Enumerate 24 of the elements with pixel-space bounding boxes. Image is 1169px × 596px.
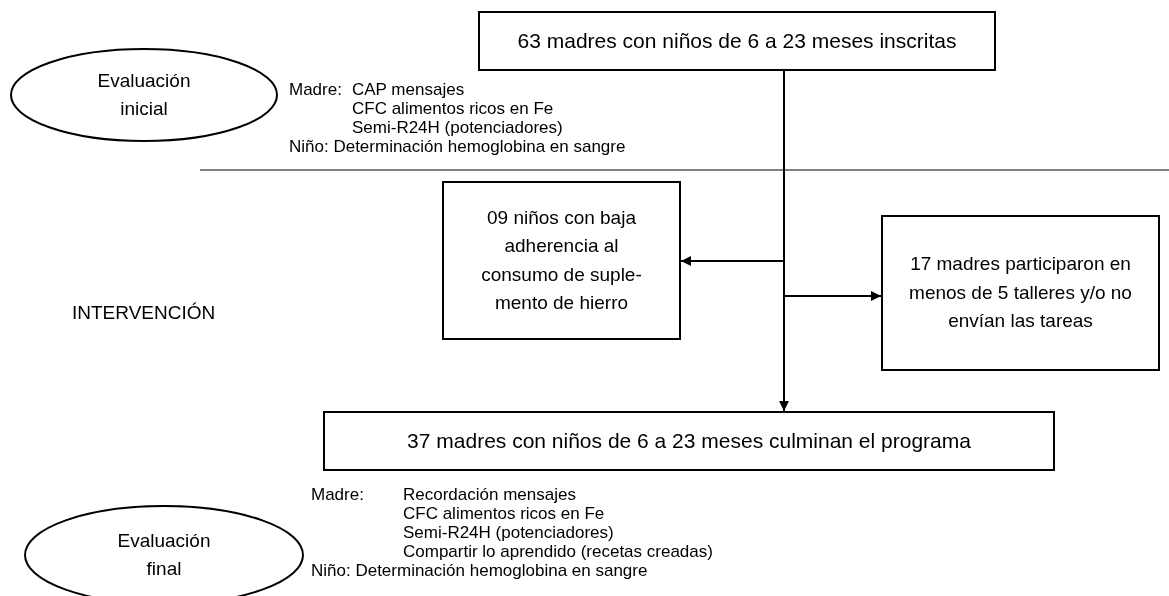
phase-label: INTERVENCIÓN: [72, 303, 216, 323]
note-text: CFC alimentos ricos en Fe: [403, 504, 605, 524]
node-text: 63 madres con niños de 6 a 23 meses inscritas: [517, 28, 957, 55]
note-text: Recordación mensajes: [403, 485, 576, 505]
node-text: 37 madres con niños de 6 a 23 meses culminan el programa: [407, 428, 971, 455]
note-text: Niño: Determinación hemoglobina en sangre: [311, 561, 648, 581]
process-box: [478, 11, 996, 71]
process-box: [881, 215, 1160, 371]
note-text: CAP mensajes: [352, 80, 465, 100]
node-text: 17 madres participaron en menos de 5 talleres y/o no envían las tareas: [908, 252, 1133, 334]
arrow: [779, 70, 789, 412]
note-text: Semi-R24H (potenciadores): [403, 523, 614, 543]
process-box: [442, 181, 681, 340]
node-text: 09 niños con baja adherencia al consumo de suple-mento de hierro: [480, 205, 643, 315]
process-box: [323, 411, 1055, 471]
note-text: Madre:: [289, 80, 342, 100]
note-text: Semi-R24H (potenciadores): [352, 118, 563, 138]
note-text: Niño: Determinación hemoglobina en sangre: [289, 137, 626, 157]
note-text: Compartir lo aprendido (recetas creadas): [403, 542, 713, 562]
node-text: Evaluación inicial: [96, 68, 192, 121]
phase-ellipse: [10, 48, 278, 142]
node-text: Evaluación final: [116, 528, 212, 581]
note-text: CFC alimentos ricos en Fe: [352, 99, 554, 119]
note-text: Madre:: [311, 485, 364, 505]
